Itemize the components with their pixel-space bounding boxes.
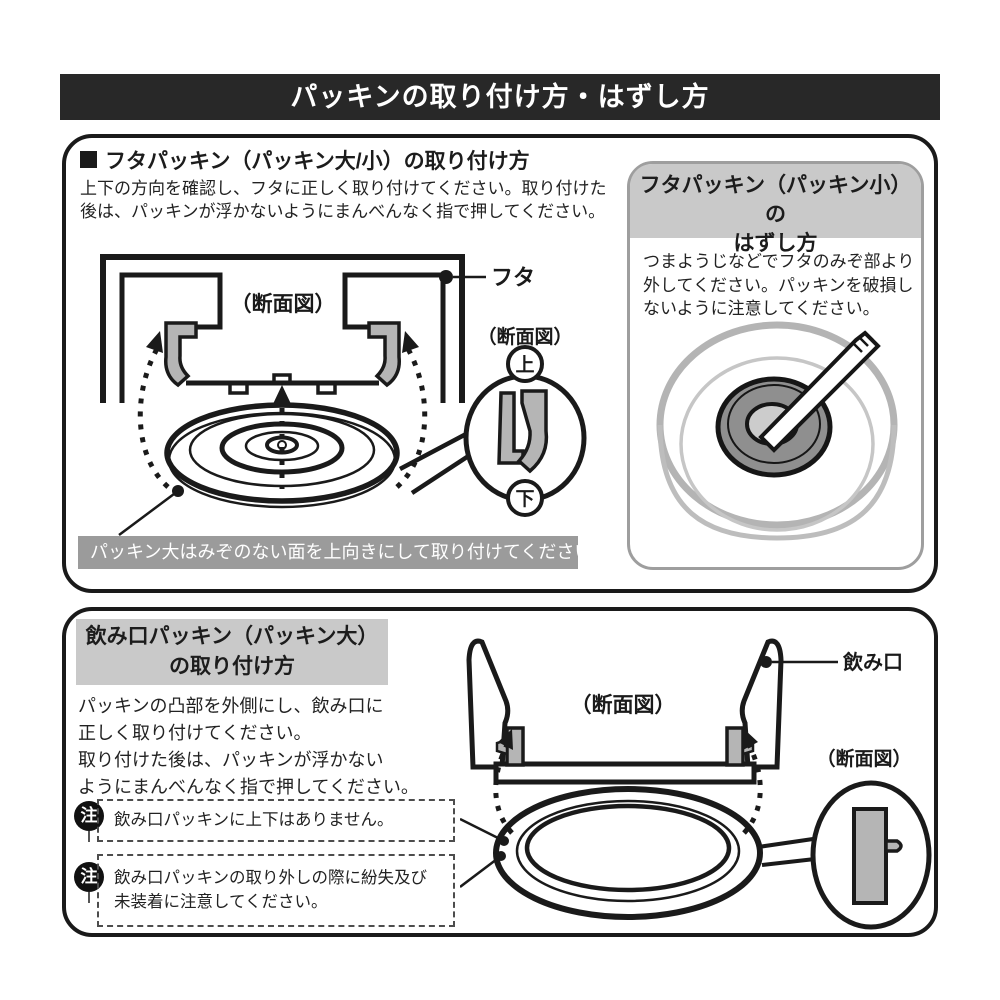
detail-cross-section-label: （断面図）: [816, 747, 911, 770]
packing-orientation-caption: パッキン大はみぞのない面を上向きにして取り付けてください: [78, 536, 592, 569]
lid-packing-removal-box: フタパッキン（パッキン小）の はずし方 つまようじなどでフタのみぞ部より 外して…: [627, 161, 924, 570]
rotate-arrow-left-head: [146, 331, 163, 353]
lid-inner-ring: [679, 356, 875, 532]
removal-text-line: つまようじなどでフタのみぞ部より: [643, 252, 915, 271]
instruction-text: 上下の方向を確認し、フタに正しく取り付けてください。取り付けた: [80, 179, 607, 198]
instruction-text: 後は、パッキンが浮かないようにまんべんなく指で押してください。: [80, 202, 606, 221]
note-leader-line: [460, 855, 502, 888]
note-box: 飲み口パッキンの取り外しの際に紛失及び 未装着に注意してください。: [97, 854, 455, 927]
top-marker: 上: [515, 354, 534, 376]
note-badge: 注: [74, 862, 104, 892]
cross-section-label: （断面図）: [231, 292, 336, 316]
lid-inner-right: [342, 272, 446, 403]
rotate-arrow-right: [395, 345, 428, 489]
packing-cross-section: [852, 807, 888, 905]
spout-wall-left: [466, 638, 511, 770]
lid-inner-left: [119, 272, 223, 403]
spout-packing-ring: [493, 786, 763, 920]
removal-box-title: フタパッキン（パッキン小）の はずし方: [630, 164, 921, 255]
instruction-text: パッキンの凸部を外側にし、飲み口に: [78, 696, 384, 716]
spout-leader-dot: [760, 656, 772, 668]
toothpick: [758, 330, 881, 453]
note-box: 飲み口パッキンに上下はありません。: [97, 799, 455, 842]
insert-arrow-left-head: [498, 729, 513, 750]
cross-section-label: （断面図）: [571, 693, 676, 717]
toothpick-removal-illustration: [656, 321, 898, 541]
removal-title-line: フタパッキン（パッキン小）の: [639, 174, 912, 226]
callout-wedge: [398, 431, 472, 495]
instruction-text: 取り付けた後は、パッキンが浮かない: [78, 750, 384, 770]
note-badge-tail: [88, 831, 90, 842]
insert-arrow-right-head: [743, 729, 758, 750]
toothpick-ridges: [852, 331, 874, 353]
plate-center-nub: [272, 373, 292, 383]
note-leader-line: [460, 817, 505, 843]
lid-cup-bottom: [657, 424, 897, 541]
up-arrow-head: [273, 385, 291, 404]
top-marker-circle: [506, 345, 544, 383]
small-packing-ridge: [727, 384, 821, 464]
removal-text-line: ないように注意してください。: [643, 299, 880, 318]
spout-title-line: の取り付け方: [169, 655, 295, 678]
square-bullet-icon: [80, 151, 97, 168]
section-heading-text: フタパッキン（パッキン大/小）の取り付け方: [105, 150, 530, 173]
spout-cross-section-diagram: （断面図） 飲み口 （断面図）: [460, 638, 932, 930]
note-text-line: 未装着に注意してください。: [114, 893, 328, 911]
page-title: パッキンの取り付け方・はずし方: [60, 74, 940, 120]
spout-packing-right: [725, 726, 745, 767]
callout-wedge: [757, 837, 816, 867]
lid-cross-section-diagram: （断面図） フタ （断面図） 上: [100, 254, 587, 537]
plate-notch: [316, 383, 337, 395]
spout-section-title: 飲み口パッキン（パッキン大） の取り付け方: [76, 619, 388, 685]
instruction-text: 正しく取り付けてください。: [78, 723, 312, 743]
packing-hook-claw: [516, 389, 549, 474]
packing-nub: [884, 839, 903, 853]
bottom-marker: 下: [515, 489, 534, 510]
packing-large-disc: [164, 402, 400, 509]
removal-text-line: 外してください。パッキンを破損し: [643, 275, 914, 295]
instruction-text: ようにまんべんなく指で押してください。: [78, 777, 419, 797]
rotate-arrow-right-head: [402, 331, 419, 353]
removal-instructions: つまようじなどでフタのみぞ部より 外してください。パッキンを破損し ないように注…: [630, 238, 921, 321]
note-text-line: 飲み口パッキンに上下はありません。: [114, 811, 394, 829]
spout-title-line: 飲み口パッキン（パッキン大）: [85, 625, 379, 648]
caption-leader-line: [118, 489, 179, 537]
note-badge: 注: [74, 801, 104, 831]
packing-claw-right: [367, 321, 401, 388]
packing-claw-left: [164, 321, 198, 388]
lid-label: フタ: [491, 265, 535, 290]
note-leader-dot: [496, 851, 506, 861]
spout-label: 飲み口: [842, 650, 903, 674]
spout-bottom-bar: [493, 761, 757, 785]
spout-wall-right: [739, 638, 784, 770]
removal-title-line: はずし方: [733, 232, 818, 255]
detail-cross-section-label: （断面図）: [477, 325, 572, 348]
lid-outer-outline: [100, 254, 465, 403]
bottom-marker-circle: [506, 479, 544, 517]
plate-notch: [228, 383, 249, 395]
note-text-line: 飲み口パッキンの取り外しの際に紛失及び: [114, 869, 428, 887]
lid-leader-dot: [439, 270, 453, 284]
note-leader-dot: [499, 836, 509, 846]
note-badge-tail: [88, 892, 90, 903]
rotate-arrow-left: [137, 345, 170, 489]
packing-hook-bar: [497, 391, 525, 465]
section-heading: フタパッキン（パッキン大/小）の取り付け方: [80, 145, 530, 175]
